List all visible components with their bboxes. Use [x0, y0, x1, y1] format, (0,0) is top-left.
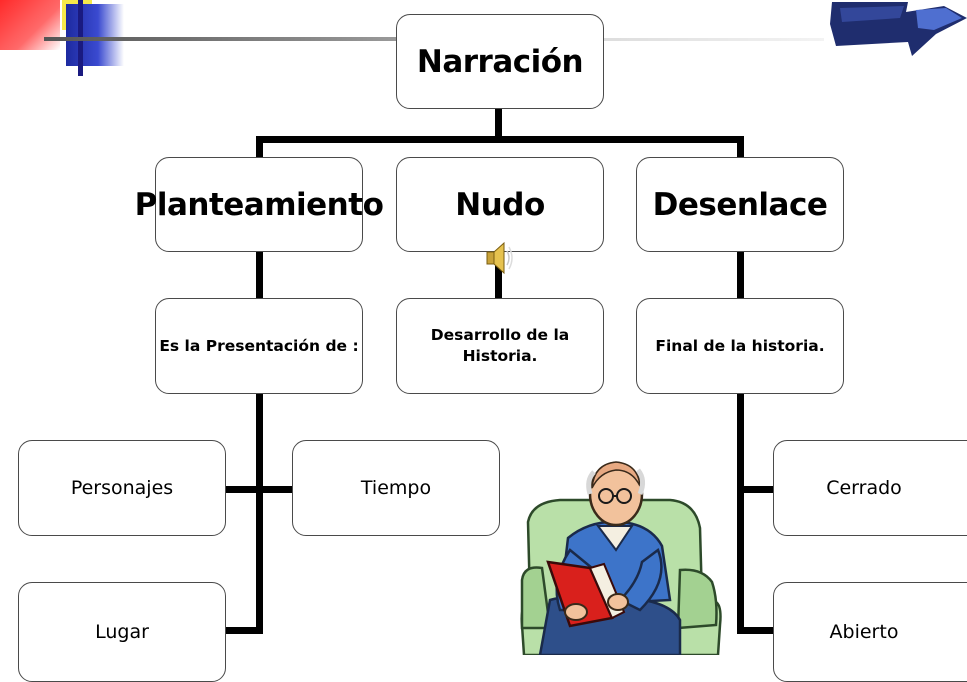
stage-node-label: Nudo — [455, 186, 545, 223]
element-node-personajes: Personajes — [18, 440, 226, 536]
description-node-desenlace: Final de la historia. — [636, 298, 844, 394]
man-reading-book-illustration — [520, 461, 722, 655]
blue-arrow-logo-icon — [830, 2, 967, 56]
element-label: Personajes — [70, 477, 174, 499]
line-to-abierto — [737, 627, 775, 634]
stage-node-desenlace: Desenlace — [636, 157, 844, 252]
type-node-cerrado: Cerrado — [773, 440, 967, 536]
line-planteamiento-to-desc — [256, 250, 263, 300]
line-desenlace-to-desc — [737, 250, 744, 300]
line-level1-horizontal — [256, 136, 744, 143]
stage-node-nudo: Nudo — [396, 157, 604, 252]
root-node: Narración — [396, 14, 604, 109]
speaker-icon[interactable] — [484, 240, 514, 276]
stage-node-label: Planteamiento — [134, 186, 384, 223]
line-planteamiento-trunk — [256, 392, 263, 634]
description-label: Final de la historia. — [655, 336, 825, 355]
corner-blue-block — [66, 4, 124, 66]
description-label: Desarrollo de la Historia. — [430, 326, 570, 365]
description-node-nudo: Desarrollo de la Historia. — [396, 298, 604, 394]
stage-node-planteamiento: Planteamiento — [135, 157, 384, 252]
element-node-lugar: Lugar — [18, 582, 226, 682]
line-personajes-tiempo — [225, 486, 295, 493]
element-label: Lugar — [95, 621, 149, 643]
type-label: Cerrado — [826, 477, 902, 499]
line-nudo-to-desc — [495, 250, 502, 300]
description-node-planteamiento: Es la Presentación de : — [155, 298, 363, 394]
line-root-down — [495, 108, 502, 140]
line-to-desenlace — [737, 136, 744, 158]
element-label: Tiempo — [360, 477, 432, 499]
line-to-lugar — [225, 627, 263, 634]
line-desenlace-trunk — [737, 392, 744, 634]
line-to-planteamiento — [256, 136, 263, 158]
header-rule-right — [604, 38, 824, 41]
type-node-abierto: Abierto — [773, 582, 967, 682]
element-node-tiempo: Tiempo — [292, 440, 500, 536]
description-label: Es la Presentación de : — [159, 336, 359, 355]
line-to-cerrado — [737, 486, 775, 493]
stage-node-label: Desenlace — [652, 186, 828, 223]
header-rule-left — [44, 37, 396, 41]
type-label: Abierto — [829, 621, 899, 643]
corner-red-block — [0, 0, 60, 50]
root-node-label: Narración — [416, 43, 584, 80]
